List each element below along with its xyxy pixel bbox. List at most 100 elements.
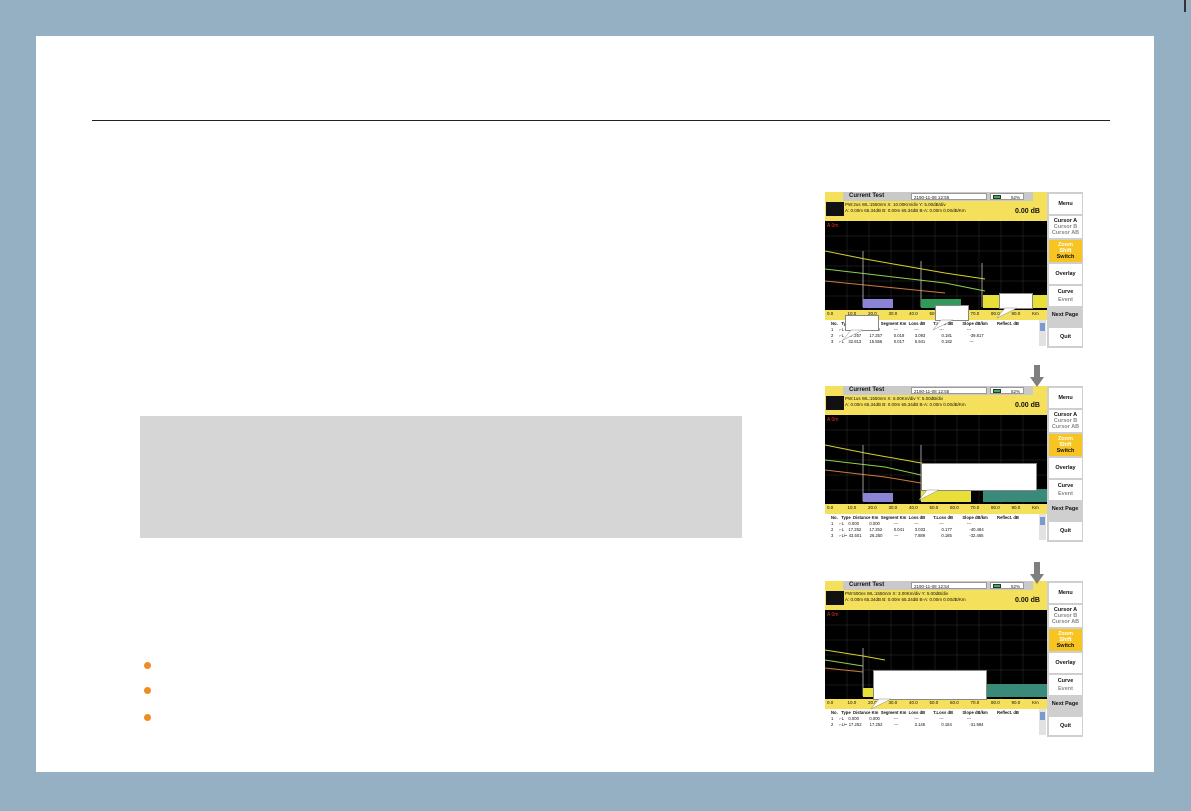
x-tick-label: 80.0 <box>991 311 1000 316</box>
curve-event-button[interactable]: Curve Event <box>1049 675 1082 695</box>
x-tick-label: Km <box>1032 700 1039 705</box>
date-display: 2190-11-08 12:55 <box>911 387 987 394</box>
x-tick-label: 40.0 <box>909 311 918 316</box>
x-tick-label: Km <box>1032 311 1039 316</box>
x-tick-label: 10.0 <box>847 700 857 705</box>
callout-tail <box>870 698 892 710</box>
callout-tail <box>842 329 864 341</box>
table-row[interactable]: 2 ⌐L 17.252 17.252 0.041 3.033 0.177 -40… <box>831 527 984 532</box>
trace-thumbnail[interactable] <box>826 591 844 605</box>
cursor-b-label: Cursor B <box>1053 613 1078 619</box>
test-params: PW:1us WL:1550nm X: 6.00Km/div Y: 5.00dB… <box>845 396 944 401</box>
shift-label: Shift <box>1059 248 1072 254</box>
overlay-button[interactable]: Overlay <box>1049 653 1082 673</box>
cursor-a-label: Cursor A <box>1053 607 1078 613</box>
cursor-a-label: Cursor A <box>1053 218 1078 224</box>
menu-button[interactable]: Menu <box>1049 583 1082 603</box>
cursor-ab-label: Cursor AB <box>1051 424 1080 430</box>
table-row[interactable]: 2 ⌐L 17.257 17.257 0.018 3.093 0.181 -39… <box>831 333 984 338</box>
shift-label: Shift <box>1059 442 1072 448</box>
note-box <box>140 416 742 538</box>
x-tick-label: 50.0 <box>929 505 939 510</box>
event-label: Event <box>1058 686 1073 692</box>
table-row[interactable]: 2 ⌐L⊢ 17.252 17.252 --- 3.146 0.184 -31.… <box>831 722 984 727</box>
cursor-a-label: Cursor A <box>1053 412 1078 418</box>
down-arrow-icon <box>1030 365 1044 387</box>
next-page-button[interactable]: Next Page <box>1051 312 1079 318</box>
svg-text:A 0m: A 0m <box>827 417 838 423</box>
battery-level: 52% <box>990 387 1024 394</box>
x-tick-label: 30.0 <box>888 505 898 510</box>
otdr-screen: Current Test 2190-11-08 12:54 52% PW:500… <box>825 581 1083 737</box>
scroll-thumb[interactable] <box>1040 712 1045 720</box>
switch-label: Switch <box>1056 254 1075 260</box>
next-page-button[interactable]: Next Page <box>1051 506 1079 512</box>
x-tick-label: 70.0 <box>970 311 980 316</box>
zoom-shift-switch-button[interactable]: Zoom Shift Switch <box>1049 434 1082 456</box>
x-tick-label: 70.0 <box>970 700 980 705</box>
zoom-shift-switch-button[interactable]: Zoom Shift Switch <box>1049 629 1082 651</box>
table-header: No. Type Distance Km Segment Km Loss dB … <box>831 710 1019 715</box>
x-tick-label: 20.0 <box>868 505 877 510</box>
shift-label: Shift <box>1059 637 1072 643</box>
table-scrollbar[interactable] <box>1039 709 1046 735</box>
x-tick-label: 0.0 <box>827 700 834 705</box>
x-tick-label: 20.0 <box>868 311 877 316</box>
zoom-label: Zoom <box>1058 631 1073 637</box>
x-tick-label: 70.0 <box>970 505 980 510</box>
x-tick-label: 10.0 <box>847 505 857 510</box>
screen-title: Current Test <box>849 193 885 199</box>
table-row[interactable]: 3 ⌐L 32.813 15.556 0.017 5.941 0.182 --- <box>831 339 974 344</box>
curve-event-button[interactable]: Curve Event <box>1049 286 1082 306</box>
quit-button[interactable]: Quit <box>1049 522 1082 540</box>
x-tick-label: 20.0 <box>868 700 877 705</box>
trace-thumbnail[interactable] <box>826 396 844 410</box>
test-params: PW:2us WL:1550nm X: 10.00Km/div Y: 5.00d… <box>845 202 946 207</box>
battery-icon <box>993 583 1001 588</box>
quit-button[interactable]: Quit <box>1049 717 1082 735</box>
menu-button[interactable]: Menu <box>1049 194 1082 214</box>
cursor-ab-label: Cursor AB <box>1051 619 1080 625</box>
curve-event-button[interactable]: Curve Event <box>1049 480 1082 500</box>
curve-label: Curve <box>1057 678 1074 684</box>
callout-box <box>873 670 987 700</box>
x-tick-label: 0.0 <box>827 311 834 316</box>
bullet-dot <box>144 714 151 721</box>
switch-label: Switch <box>1056 448 1075 454</box>
table-scrollbar[interactable] <box>1039 514 1046 540</box>
event-label: Event <box>1058 297 1073 303</box>
otdr-screen: Current Test 2190-11-08 12:55 52% PW:2us… <box>825 192 1083 348</box>
cursor-ab-label: Cursor AB <box>1051 230 1080 236</box>
quit-button[interactable]: Quit <box>1049 328 1082 346</box>
cursor-button[interactable]: Cursor A Cursor B Cursor AB <box>1049 605 1082 627</box>
table-scrollbar[interactable] <box>1039 320 1046 346</box>
x-tick-label: 90.0 <box>1011 311 1021 316</box>
switch-label: Switch <box>1056 643 1075 649</box>
next-page-button[interactable]: Next Page <box>1051 701 1079 707</box>
menu-button[interactable]: Menu <box>1049 388 1082 408</box>
cursor-button[interactable]: Cursor A Cursor B Cursor AB <box>1049 216 1082 238</box>
trace-thumbnail[interactable] <box>826 202 844 216</box>
table-row[interactable]: 1 ⌐L 0.000 0.000 --- --- --- --- <box>831 521 972 526</box>
table-row[interactable]: 3 ⌐L⊢ 43.501 26.250 --- 7.889 0.185 -32.… <box>831 533 984 538</box>
info-bar <box>825 201 1047 221</box>
date-display: 2190-11-08 12:54 <box>911 582 987 589</box>
scroll-thumb[interactable] <box>1040 517 1045 525</box>
cursor-readout: A: 0.00m 65.34dB B: 0.00m 65.34dB B-A: 0… <box>845 402 966 407</box>
event-table <box>825 514 1047 542</box>
page-marker <box>1184 0 1186 12</box>
scroll-thumb[interactable] <box>1040 323 1045 331</box>
x-tick-label: 50.0 <box>929 700 939 705</box>
x-tick-label: 60.0 <box>950 505 959 510</box>
overlay-button[interactable]: Overlay <box>1049 458 1082 478</box>
test-params: PW:500ns WL:1550nm X: 3.00Km/div Y: 5.00… <box>845 591 949 596</box>
cursor-button[interactable]: Cursor A Cursor B Cursor AB <box>1049 410 1082 432</box>
date-display: 2190-11-08 12:55 <box>911 193 987 200</box>
bullet-dot <box>144 662 151 669</box>
svg-text:A 0m: A 0m <box>827 612 838 618</box>
overlay-button[interactable]: Overlay <box>1049 264 1082 284</box>
x-tick-label: 0.0 <box>827 505 834 510</box>
curve-label: Curve <box>1057 483 1074 489</box>
zoom-shift-switch-button[interactable]: Zoom Shift Switch <box>1049 240 1082 262</box>
table-row[interactable]: 1 ⌐L 0.000 0.000 --- --- --- --- <box>831 716 972 721</box>
